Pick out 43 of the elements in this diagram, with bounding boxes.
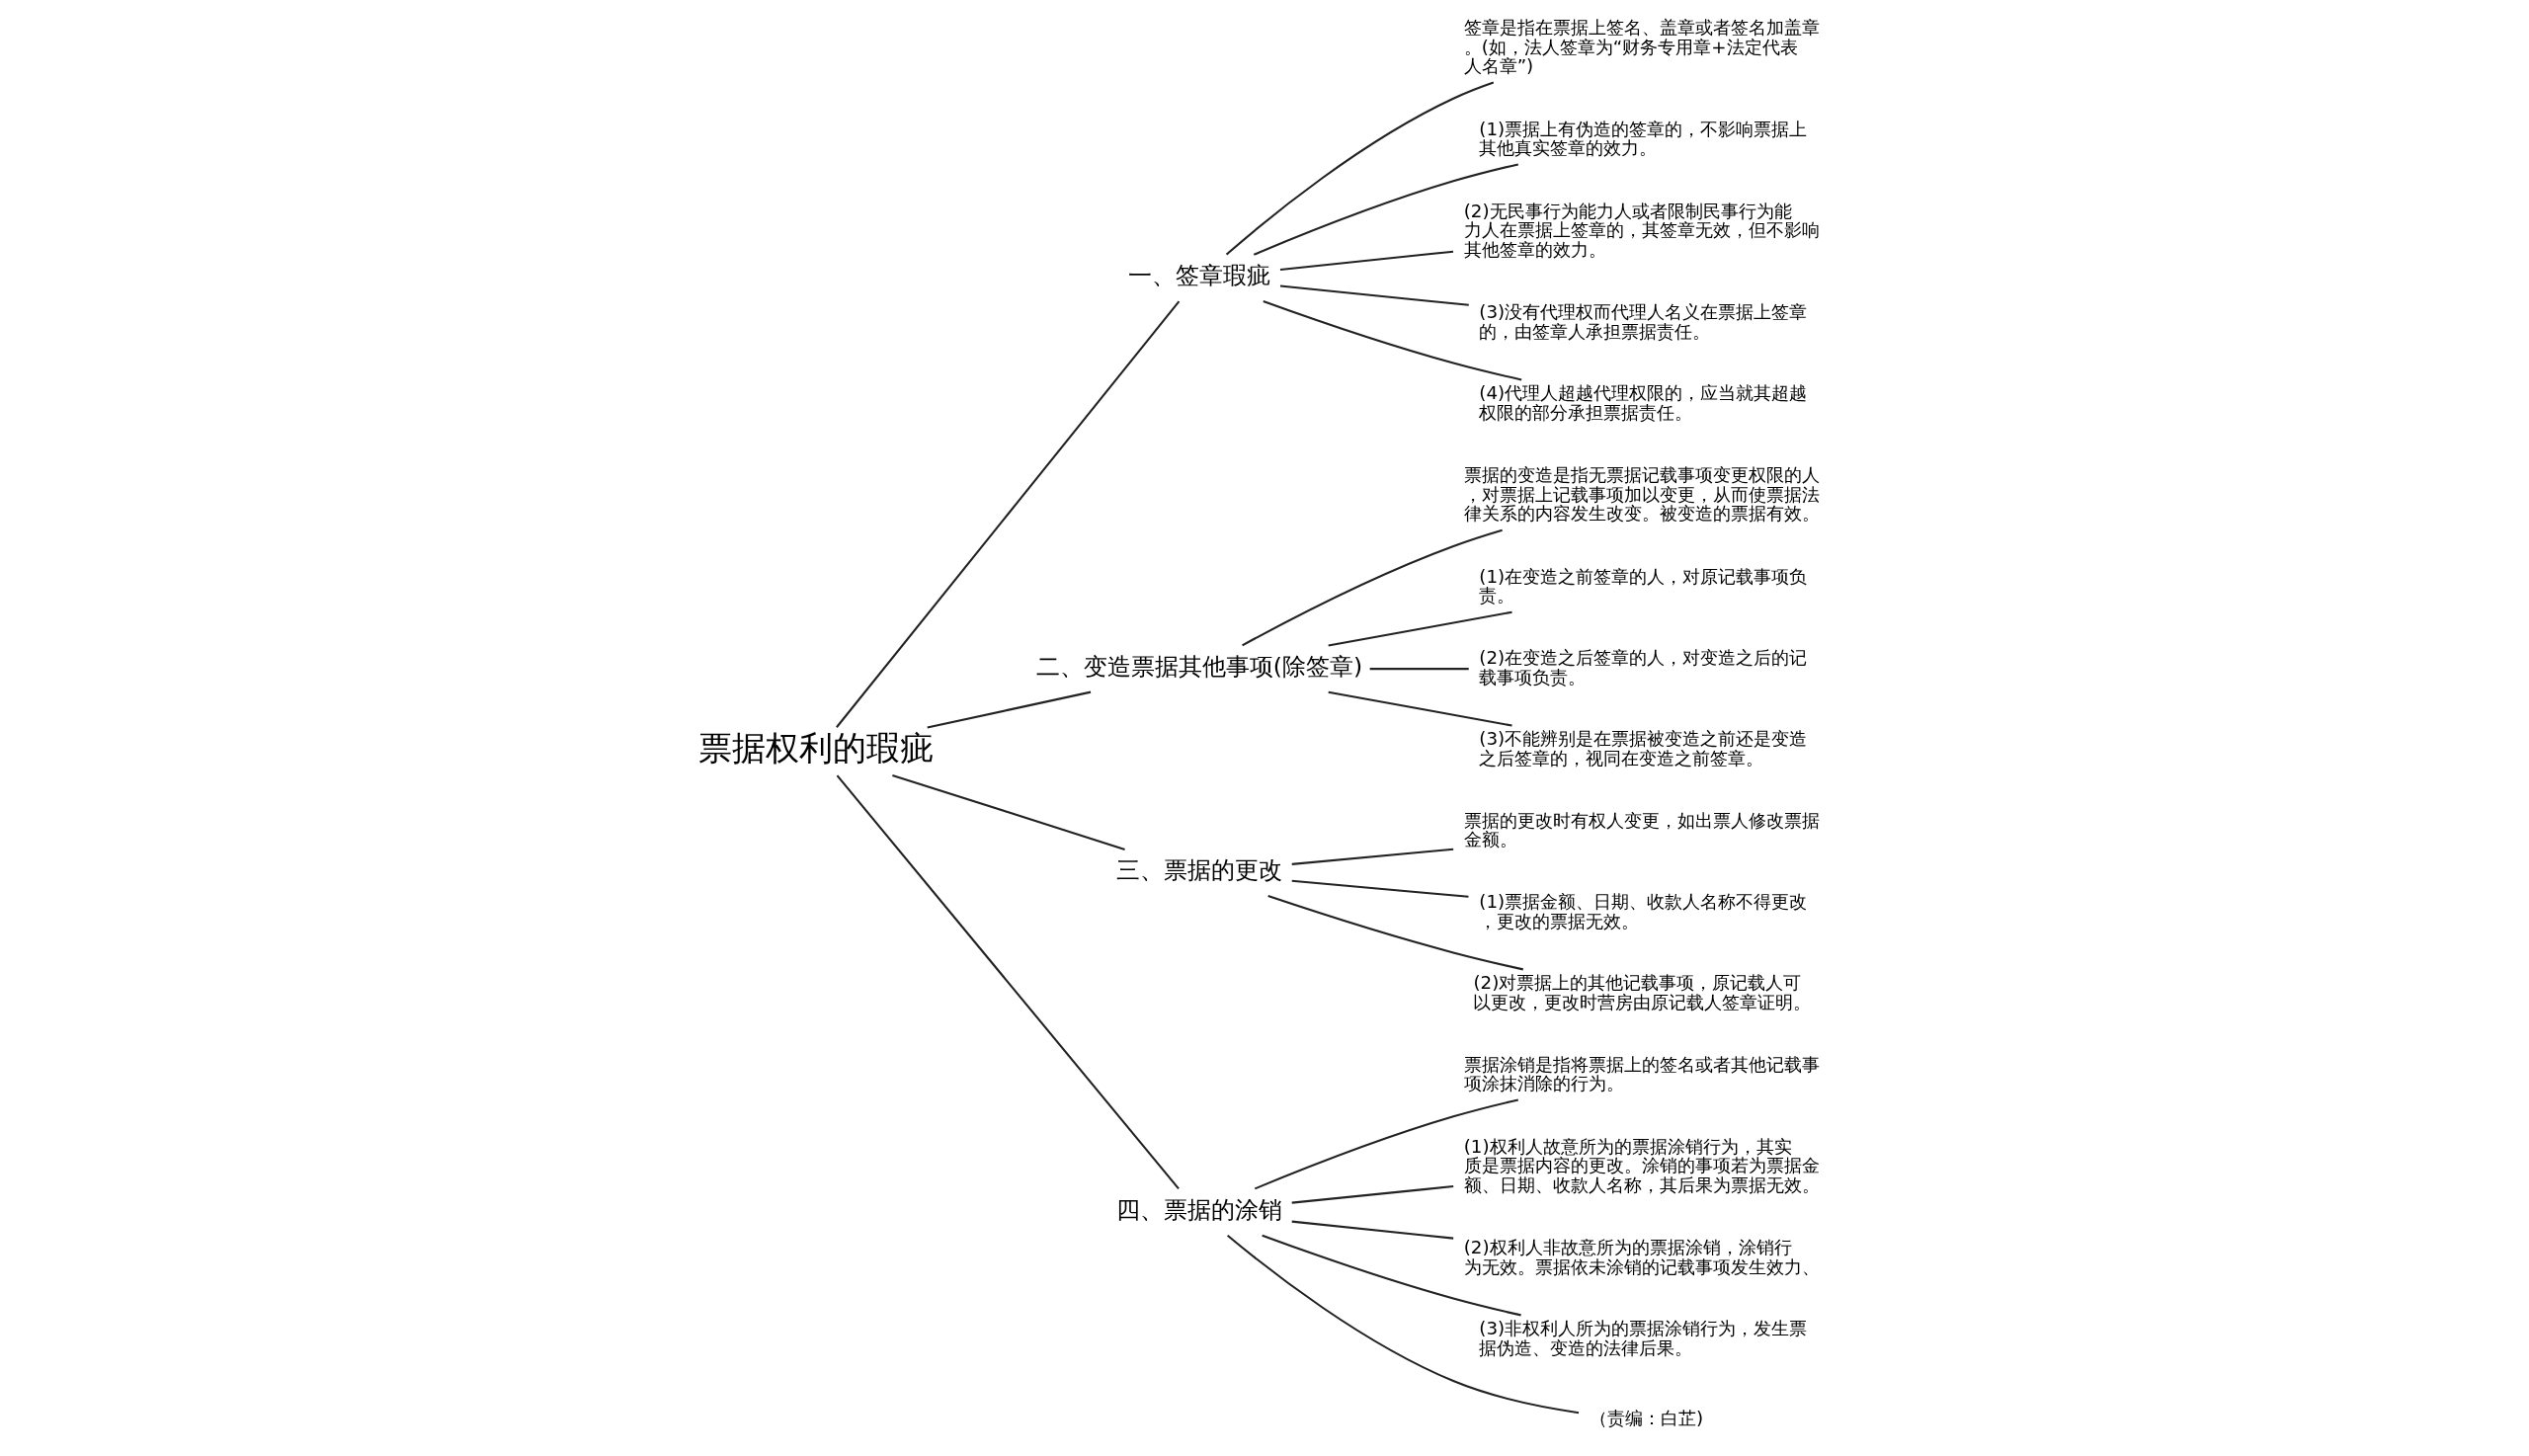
connector	[927, 690, 1091, 729]
node-text: 票据的更改时有权人变更，如出票人修改票据金额。	[1463, 809, 1820, 849]
node-text: (2)权利人非故意所为的票据涂销，涂销行为无效。票据依未涂销的记载事项发生效力、	[1463, 1236, 1820, 1277]
node-text: (1)票据金额、日期、收款人名称不得更改，更改的票据无效。	[1478, 890, 1807, 931]
connector	[1328, 690, 1512, 727]
connector	[835, 300, 1180, 728]
connector	[1328, 610, 1512, 647]
connector	[1291, 1184, 1453, 1204]
node-text: 四、票据的涂销	[1115, 1195, 1282, 1224]
connector	[1254, 1097, 1518, 1189]
node-text: (3)非权利人所为的票据涂销行为，发生票据伪造、变造的法律后果。	[1478, 1317, 1807, 1358]
node-text: 二、变造票据其他事项(除签章)	[1035, 652, 1362, 681]
connector	[1279, 283, 1469, 306]
connector	[1291, 848, 1453, 865]
node-text: 三、票据的更改	[1115, 855, 1282, 884]
node-text: (1)在变造之前签章的人，对原记载事项负责。	[1478, 565, 1807, 606]
node-text: （责编：白芷)	[1589, 1407, 1703, 1428]
connector	[1226, 1234, 1579, 1414]
connector	[1253, 162, 1518, 256]
connector	[1369, 667, 1469, 670]
connector	[891, 773, 1125, 850]
node-text: (3)没有代理权而代理人名义在票据上签章的，由签章人承担票据责任。	[1478, 300, 1807, 342]
node-text: 一、签章瑕疵	[1127, 261, 1270, 289]
connector	[1266, 894, 1523, 970]
connector	[1225, 81, 1494, 255]
node-text: (3)不能辨别是在票据被变造之前还是变造之后签章的，视同在变造之前签章。	[1478, 727, 1807, 768]
node-text: (2)在变造之后签章的人，对变造之后的记载事项负责。	[1478, 646, 1807, 688]
connector	[836, 773, 1180, 1189]
node-text: 签章是指在票据上签名、盖章或者签名加盖章。(如，法人签章为“财务专用章+法定代表人名章”)	[1463, 16, 1820, 76]
connector	[1262, 299, 1521, 380]
node-text: 票据涂销是指将票据上的签名或者其他记载事项涂抹消除的行为。	[1463, 1053, 1820, 1093]
node-text: (4)代理人超越代理权限的，应当就其超越权限的部分承担票据责任。	[1478, 381, 1807, 423]
node-text: (2)对票据上的其他记载事项，原记载人可以更改，更改时营房由原记载人签章证明。	[1472, 971, 1811, 1012]
connector	[1291, 1220, 1453, 1240]
node-text: 票据权利的瑕疵	[697, 727, 934, 768]
connector	[1279, 250, 1453, 271]
connector	[1241, 528, 1503, 646]
node-text: (1)权利人故意所为的票据涂销行为，其实质是票据内容的更改。涂销的事项若为票据金额、日期、收款人名称，其后果为票据无效。	[1463, 1135, 1820, 1195]
node-text: (1)票据上有伪造的签章的，不影响票据上其他真实签章的效力。	[1478, 118, 1807, 158]
node-text: (2)无民事行为能力人或者限制民事行为能力人在票据上签章的，其签章无效，但不影响其他签章的效力。	[1463, 200, 1820, 260]
connector	[1291, 879, 1469, 898]
node-text: 票据的变造是指无票据记载事项变更权限的人，对票据上记载事项加以变更，从而使票据法律关系的内容发生改变。被变造的票据有效。	[1463, 463, 1820, 524]
connector	[1261, 1234, 1521, 1316]
